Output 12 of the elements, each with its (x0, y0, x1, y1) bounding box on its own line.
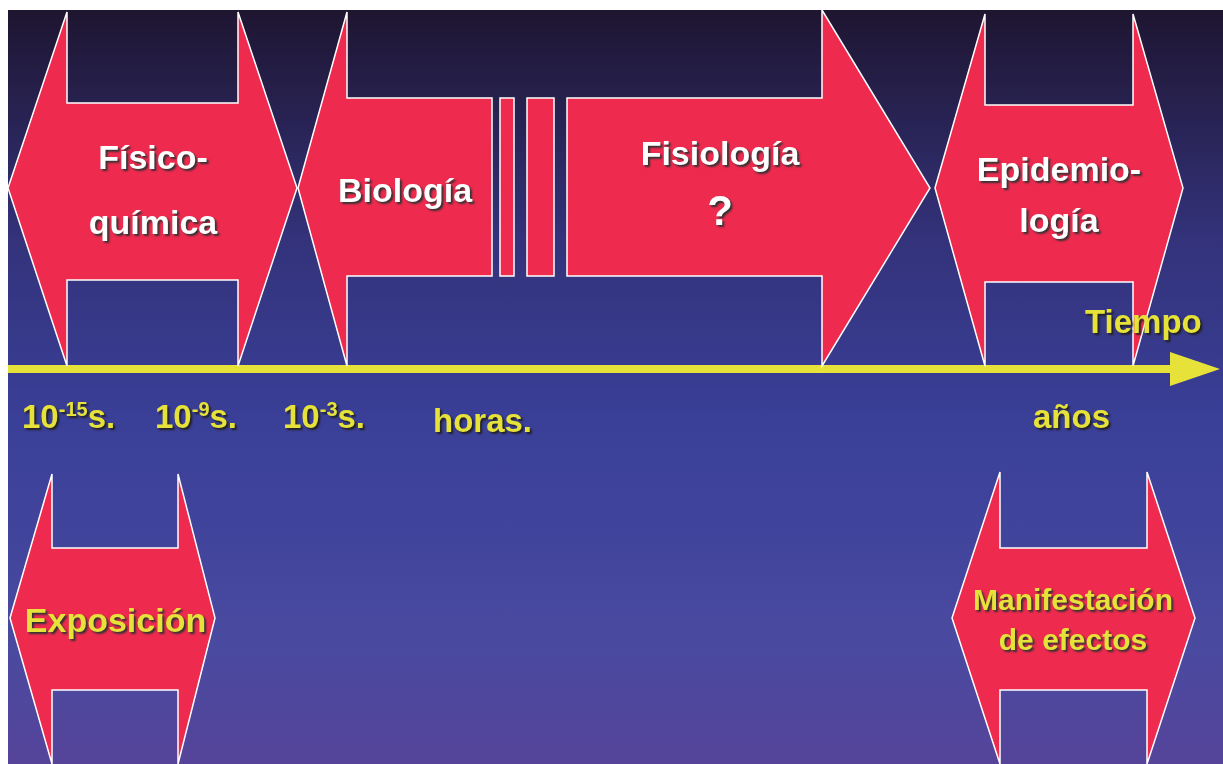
time-label: años (1033, 398, 1111, 436)
stage-label: Físico- química (87, 137, 219, 243)
stage-label: Biología (337, 169, 473, 211)
stage-label: Fisiología (640, 133, 800, 174)
stage-label: Exposición (24, 599, 207, 641)
time-label: 10$^{-9}$s. (155, 398, 238, 436)
question-mark: ? (707, 186, 733, 236)
time-label: 10$^{-15}$s. (22, 398, 116, 436)
time-label: 10$^{-3}$s. (283, 398, 366, 436)
time-label: horas. (433, 402, 533, 440)
stage-label: Epidemio- logía (975, 149, 1143, 241)
stage-label: Manifestación de efectos (971, 581, 1174, 658)
